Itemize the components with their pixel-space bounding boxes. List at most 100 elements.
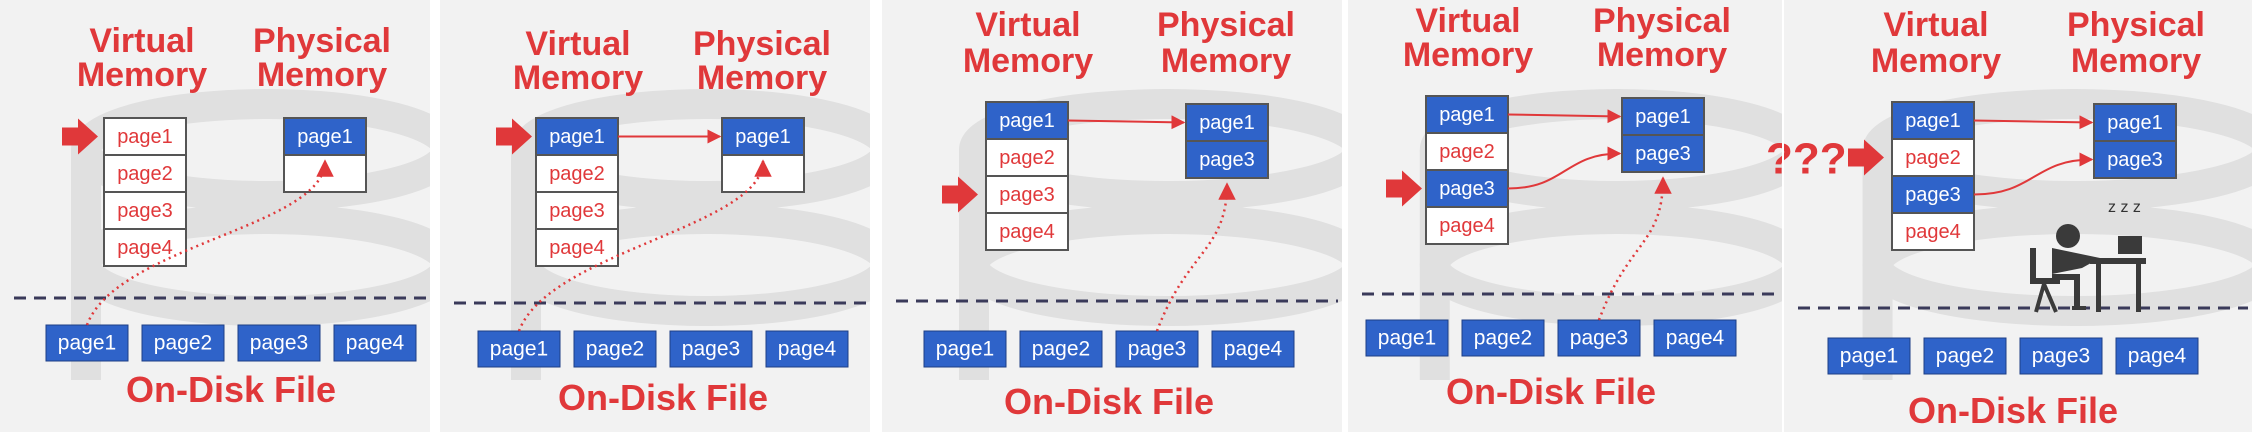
pointer-arrow-icon (62, 118, 98, 155)
disk-page-box (923, 330, 1007, 368)
virtual-memory-title: Virtual (975, 6, 1080, 44)
virtual-page-label: page3 (999, 184, 1055, 206)
disk-page-box (141, 324, 225, 362)
physical-memory-title: Memory (2071, 42, 2201, 80)
disk-page-cell: page4 (765, 330, 849, 368)
virtual-memory-title: Memory (513, 59, 643, 97)
virtual-page-label: page2 (549, 163, 605, 185)
panel-background (1348, 0, 1782, 432)
disk-page-label: page3 (1570, 327, 1628, 350)
physical-page-box (2093, 103, 2177, 142)
disk-page-cell: page4 (333, 324, 417, 362)
virtual-page-label: page4 (999, 221, 1055, 243)
disk-page-box (2019, 337, 2103, 375)
on-disk-file-title: On-Disk File (126, 369, 336, 410)
virtual-page-cell: page1 (103, 117, 187, 156)
physical-page-cell (283, 154, 367, 193)
physical-memory-title: Physical (1593, 2, 1731, 40)
virtual-page-cell: page4 (103, 228, 187, 267)
virtual-page-label: page1 (117, 126, 173, 148)
disk-page-cell: page1 (923, 330, 1007, 368)
disk-page-label: page2 (1936, 345, 1994, 368)
virtual-page-label: page3 (1439, 178, 1495, 200)
panel-divider (430, 0, 440, 432)
disk-page-label: page2 (1474, 327, 1532, 350)
disk-page-label: page3 (682, 338, 740, 361)
pointer-arrow-icon (1848, 139, 1884, 176)
physical-page-cell: page3 (1621, 134, 1705, 173)
disk-page-box (669, 330, 753, 368)
disk-page-box (477, 330, 561, 368)
physical-page-cell: page1 (721, 117, 805, 156)
sleep-zzz: z z z (2108, 199, 2141, 216)
disk-load-arrow (517, 159, 772, 332)
physical-page-label: page3 (1635, 143, 1691, 165)
disk-page-label: page4 (346, 332, 405, 355)
physical-page-box (1185, 140, 1269, 179)
disk-page-label: page3 (1128, 338, 1186, 361)
disk-page-cell: page1 (1827, 337, 1911, 375)
virtual-page-label: page1 (999, 110, 1055, 132)
disk-page-box (1115, 330, 1199, 368)
virtual-page-box (535, 117, 619, 156)
disk-page-box (573, 330, 657, 368)
disk-page-cell: page4 (1211, 330, 1295, 368)
physical-page-box (283, 117, 367, 156)
virtual-memory-title: Virtual (1883, 6, 1988, 44)
virtual-page-label: page4 (117, 237, 173, 259)
disk-page-label: page3 (2032, 345, 2090, 368)
virtual-page-label: page2 (117, 163, 173, 185)
physical-memory-title: Memory (257, 56, 387, 94)
virtual-page-label: page3 (117, 200, 173, 222)
virtual-page-box (985, 138, 1069, 177)
physical-page-label: page1 (1635, 106, 1691, 128)
physical-memory-title: Memory (697, 59, 827, 97)
virtual-page-cell: page2 (535, 154, 619, 193)
virtual-page-label: page1 (1439, 104, 1495, 126)
virtual-page-box (103, 117, 187, 156)
virtual-page-cell: page4 (1425, 206, 1509, 245)
virtual-page-box (985, 212, 1069, 251)
virtual-page-cell: page3 (103, 191, 187, 230)
question-marks: ??? (1766, 135, 1847, 184)
disk-page-label: page4 (778, 338, 837, 361)
disk-page-cell: page2 (1461, 319, 1545, 357)
virtual-page-label: page4 (549, 237, 605, 259)
virtual-memory-title: Memory (1871, 42, 2001, 80)
disk-page-box (333, 324, 417, 362)
disk-page-box (1461, 319, 1545, 357)
virtual-memory-title: Virtual (1415, 2, 1520, 40)
mapping-arrow (1507, 146, 1622, 190)
mapping-arrow (1973, 152, 2094, 196)
virtual-page-box (1425, 206, 1509, 245)
panel-divider (1342, 0, 1348, 432)
disk-page-cell: page2 (1019, 330, 1103, 368)
mapping-arrow (1067, 115, 1186, 130)
virtual-page-cell: page4 (985, 212, 1069, 251)
virtual-page-cell: page3 (535, 191, 619, 230)
on-disk-file-title: On-Disk File (558, 377, 768, 418)
physical-page-cell: page1 (2093, 103, 2177, 142)
disk-page-label: page1 (936, 338, 994, 361)
panel-divider (870, 0, 882, 432)
physical-page-label: page1 (735, 126, 791, 148)
physical-page-cell: page1 (283, 117, 367, 156)
virtual-page-box (103, 154, 187, 193)
virtual-page-label: page4 (1905, 221, 1961, 243)
virtual-page-box (535, 228, 619, 267)
virtual-page-box (535, 191, 619, 230)
physical-memory-title: Physical (1157, 6, 1295, 44)
disk-page-cell: page3 (237, 324, 321, 362)
virtual-page-box (103, 191, 187, 230)
virtual-page-cell: page2 (985, 138, 1069, 177)
disk-page-cell: page3 (1115, 330, 1199, 368)
disk-page-cell: page2 (1923, 337, 2007, 375)
disk-page-cell: page1 (45, 324, 129, 362)
virtual-page-label: page2 (1905, 147, 1961, 169)
virtual-page-cell: page4 (1891, 212, 1975, 251)
virtual-page-label: page2 (999, 147, 1055, 169)
virtual-page-cell: page1 (1425, 95, 1509, 134)
virtual-page-cell: page1 (985, 101, 1069, 140)
